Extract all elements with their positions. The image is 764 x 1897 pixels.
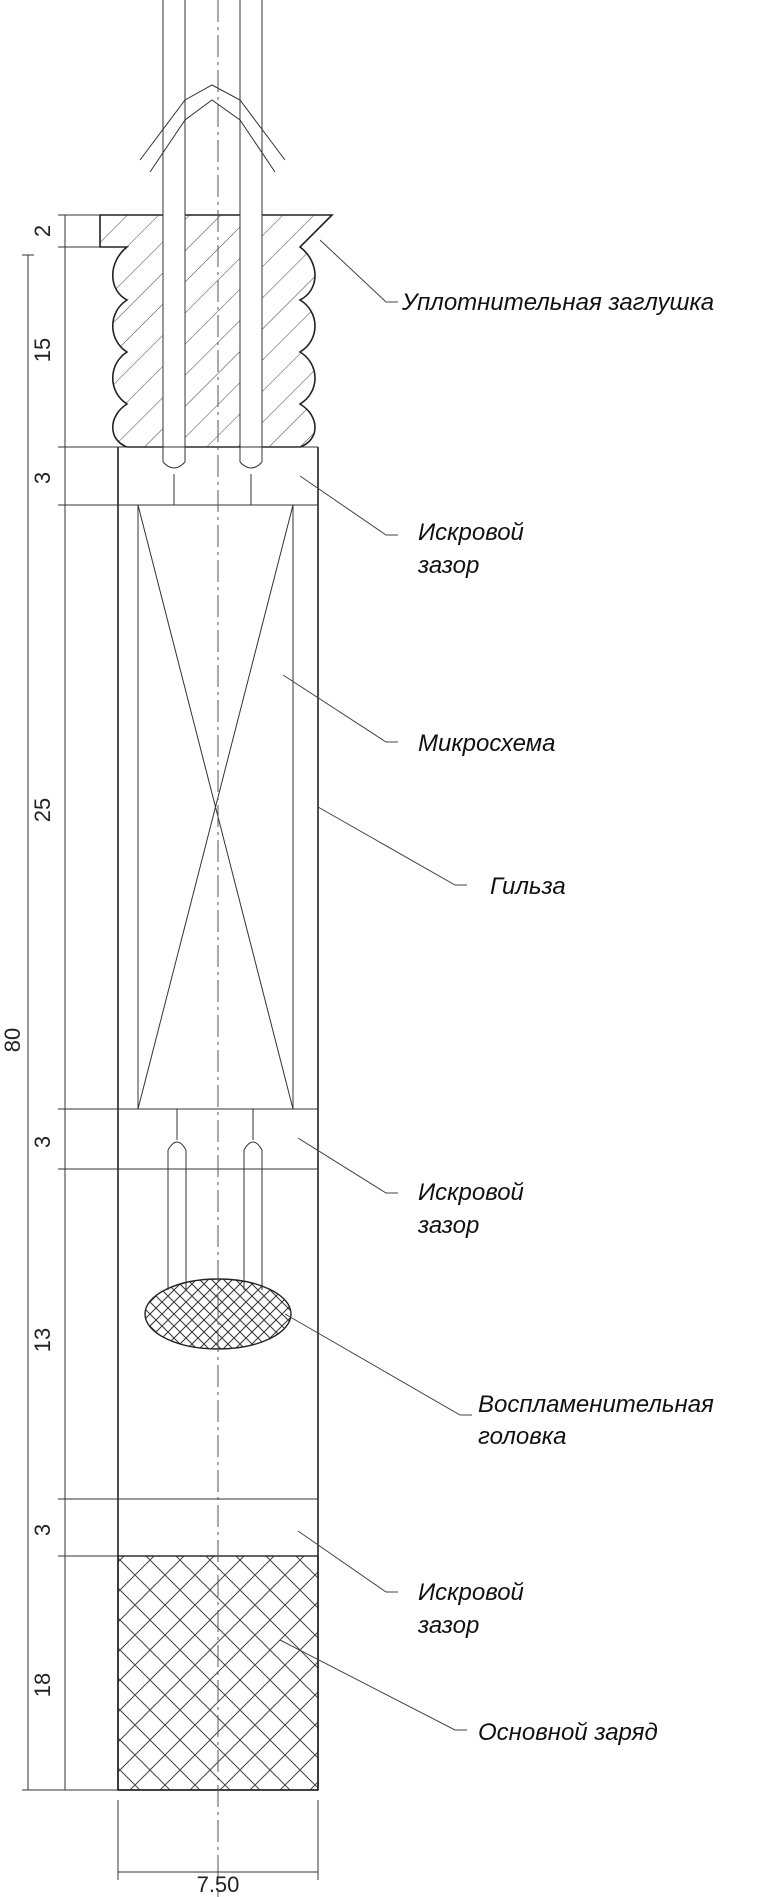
sealing-plug bbox=[99, 0, 334, 462]
label-microcircuit: Микросхема bbox=[418, 730, 555, 757]
lead-wires-bottom bbox=[167, 1109, 263, 1290]
dim-3-top: 3 bbox=[30, 472, 55, 484]
label-sleeve: Гильза bbox=[490, 873, 566, 900]
dim-18: 18 bbox=[30, 1673, 55, 1697]
label-spark-gap-2b: зазор bbox=[417, 1212, 479, 1239]
label-spark-gap-3b: зазор bbox=[417, 1612, 479, 1639]
microcircuit bbox=[137, 504, 294, 1110]
dim-3-bot: 3 bbox=[30, 1524, 55, 1536]
dim-width: 7.50 bbox=[197, 1872, 240, 1897]
lead-wires-top bbox=[139, 0, 286, 505]
label-spark-gap-1b: зазор bbox=[417, 552, 479, 579]
dim-15: 15 bbox=[30, 338, 55, 362]
label-sealing-plug: Уплотнительная заглушка bbox=[401, 289, 714, 316]
label-main-charge: Основной заряд bbox=[478, 1719, 658, 1746]
label-igniter-head-b: головка bbox=[478, 1423, 566, 1450]
label-spark-gap-2a: Искровой bbox=[418, 1179, 524, 1206]
dim-80: 80 bbox=[0, 1028, 25, 1052]
dimension-lines bbox=[22, 214, 319, 1880]
dim-3-mid: 3 bbox=[30, 1136, 55, 1148]
label-spark-gap-1a: Искровой bbox=[418, 519, 524, 546]
label-igniter-head-a: Воспламенительная bbox=[478, 1391, 714, 1418]
dim-25: 25 bbox=[30, 798, 55, 822]
leader-lines bbox=[279, 239, 472, 1731]
dim-13: 13 bbox=[30, 1328, 55, 1352]
dim-2: 2 bbox=[30, 225, 55, 237]
label-spark-gap-3a: Искровой bbox=[418, 1579, 524, 1606]
